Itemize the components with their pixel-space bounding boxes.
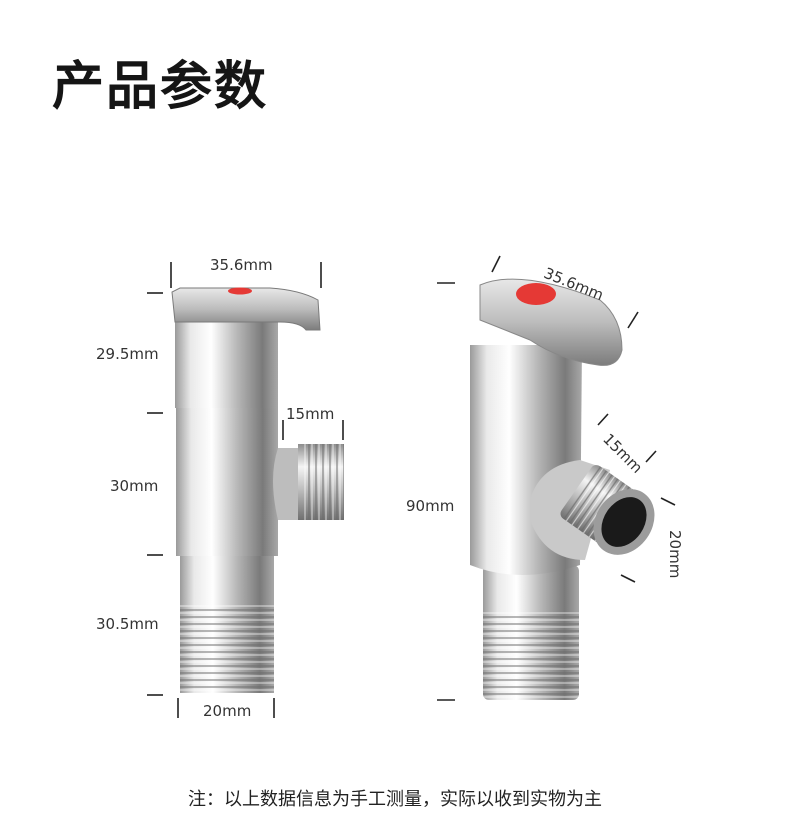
- left-handle-height-label: 29.5mm: [96, 345, 159, 363]
- left-thread-width-label: 20mm: [203, 702, 252, 720]
- left-valve-drawing: [171, 287, 344, 693]
- footer-note: 注：以上数据信息为手工测量，实际以收到实物为主: [188, 789, 602, 810]
- left-thread-height-label: 30.5mm: [96, 615, 159, 633]
- left-body-height-label: 30mm: [110, 477, 159, 495]
- left-top-width-label: 35.6mm: [210, 256, 273, 274]
- right-outlet-diameter-label: 20mm: [666, 530, 684, 579]
- right-dimension-lines: [437, 255, 676, 701]
- right-total-height-label: 90mm: [406, 497, 455, 515]
- right-valve-drawing: [470, 278, 655, 700]
- left-outlet-length-label: 15mm: [286, 405, 335, 423]
- left-dimension-lines: [147, 262, 344, 718]
- page-title: 产品参数: [52, 57, 269, 117]
